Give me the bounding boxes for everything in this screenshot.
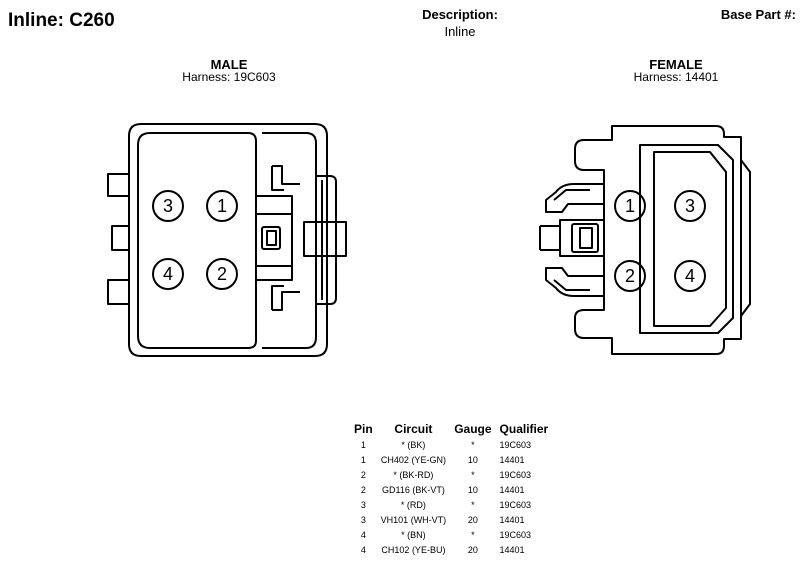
female-pins: 1 3 2 4 <box>614 190 706 292</box>
female-connector-outline <box>539 125 751 355</box>
circuit-cell: VH101 (WH-VT) <box>380 514 447 525</box>
circuit-cell: CH402 (YE-GN) <box>380 454 446 465</box>
gauge-header: Gauge <box>454 422 492 436</box>
gauge-cell: * <box>471 439 475 450</box>
qualifier-cell: 19C603 <box>499 469 532 480</box>
pin-cell: 4 <box>360 544 366 555</box>
gauge-cell: * <box>471 499 475 510</box>
pin-header: Pin <box>354 422 373 436</box>
qualifier-cell: 19C603 <box>499 499 532 510</box>
gauge-cell: 20 <box>467 514 478 525</box>
female-title: FEMALE <box>649 57 703 72</box>
female-harness: Harness: 14401 <box>633 70 719 84</box>
qualifier-cell: 19C603 <box>499 529 532 540</box>
gauge-cell: 20 <box>467 544 478 555</box>
table-row: 2 GD116 (BK-VT) 10 14401 <box>350 482 552 497</box>
gauge-cell: * <box>471 529 475 540</box>
description-value: Inline <box>444 24 476 39</box>
male-pin-cavity <box>152 190 184 222</box>
table-row: 3 VH101 (WH-VT) 20 14401 <box>350 512 552 527</box>
circuit-cell: * (BK-RD) <box>393 469 434 480</box>
qualifier-cell: 14401 <box>499 484 525 495</box>
pin-cell: 3 <box>360 499 366 510</box>
male-pins: 3 1 4 2 <box>152 190 238 290</box>
circuit-header: Circuit <box>394 422 433 436</box>
circuit-cell: GD116 (BK-VT) <box>382 484 445 495</box>
pin-cell: 3 <box>360 514 366 525</box>
qualifier-header: Qualifier <box>499 422 549 436</box>
male-pin-number: 2 <box>217 264 227 284</box>
pin-table: Pin Circuit Gauge Qualifier 1 * (BK) * 19C6… <box>350 421 552 557</box>
base-part-label: Base Part #: <box>720 7 796 22</box>
circuit-cell: CH102 (YE-BU) <box>381 544 446 555</box>
gauge-cell: 10 <box>467 484 478 495</box>
male-title: MALE <box>210 57 248 72</box>
circuit-cell: * (BK) <box>401 439 426 450</box>
table-row: 2 * (BK-RD) * 19C603 <box>350 467 552 482</box>
male-pin-number: 1 <box>217 196 227 216</box>
circuit-cell: * (RD) <box>400 499 426 510</box>
gauge-cell: 10 <box>467 454 478 465</box>
pin-table-header: Pin Circuit Gauge Qualifier <box>350 421 552 437</box>
table-row: 3 * (RD) * 19C603 <box>350 497 552 512</box>
male-pin-cavity <box>206 258 238 290</box>
female-pin-number: 4 <box>685 266 695 286</box>
male-pin-number: 3 <box>163 196 173 216</box>
qualifier-cell: 19C603 <box>499 439 532 450</box>
pin-cell: 4 <box>360 529 366 540</box>
table-row: 1 CH402 (YE-GN) 10 14401 <box>350 452 552 467</box>
female-pin-cavity <box>614 260 646 292</box>
pin-cell: 1 <box>360 454 366 465</box>
female-pin-number: 2 <box>625 266 635 286</box>
female-pin-cavity <box>674 190 706 222</box>
description-label: Description: <box>422 7 498 22</box>
connector-title: Inline: C260 <box>8 10 115 31</box>
table-row: 4 * (BN) * 19C603 <box>350 527 552 542</box>
female-pin-cavity <box>614 190 646 222</box>
female-pin-cavity <box>674 260 706 292</box>
pin-cell: 1 <box>360 439 366 450</box>
male-pin-number: 4 <box>163 264 173 284</box>
pin-cell: 2 <box>360 484 366 495</box>
male-connector-outline <box>107 123 347 357</box>
qualifier-cell: 14401 <box>499 544 525 555</box>
female-pin-number: 3 <box>685 196 695 216</box>
circuit-cell: * (BN) <box>401 529 426 540</box>
male-harness: Harness: 19C603 <box>182 70 276 84</box>
female-pin-number: 1 <box>625 196 635 216</box>
table-row: 4 CH102 (YE-BU) 20 14401 <box>350 542 552 557</box>
male-pin-cavity <box>152 258 184 290</box>
table-row: 1 * (BK) * 19C603 <box>350 437 552 452</box>
pin-cell: 2 <box>360 469 366 480</box>
male-pin-cavity <box>206 190 238 222</box>
qualifier-cell: 14401 <box>499 514 525 525</box>
gauge-cell: * <box>471 469 475 480</box>
qualifier-cell: 14401 <box>499 454 525 465</box>
